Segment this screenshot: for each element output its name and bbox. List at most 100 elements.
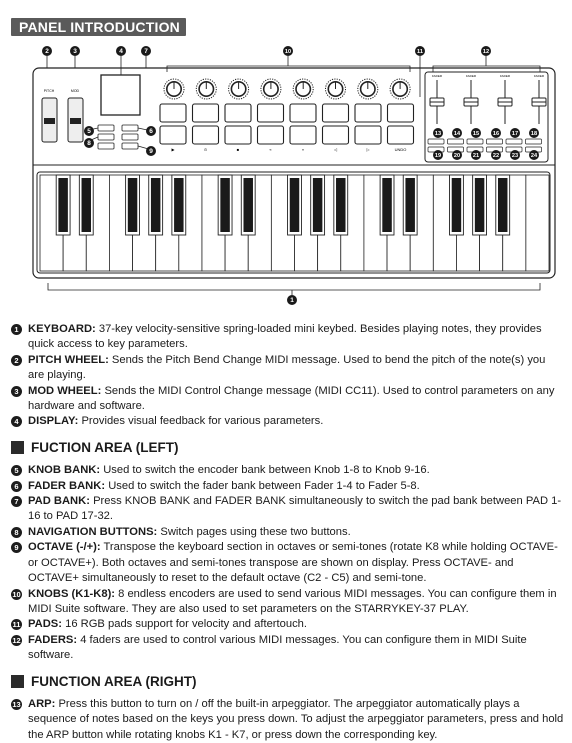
item-text: Press KNOB BANK and FADER BANK simultane…	[28, 495, 562, 523]
svg-text:4: 4	[119, 48, 123, 55]
item-label: FADERS:	[28, 633, 78, 646]
knob-7	[357, 78, 379, 100]
pad-5	[289, 103, 317, 123]
black-key-top	[174, 178, 184, 232]
fader-2: FADER	[463, 74, 479, 124]
white-key	[525, 174, 550, 272]
svg-text:2: 2	[45, 48, 49, 55]
knob-1	[163, 78, 185, 100]
callout-13: 13	[433, 128, 443, 138]
fader-4: FADER	[531, 74, 547, 124]
black-key-top	[220, 178, 230, 232]
pad-function-label: »	[302, 147, 305, 152]
item-label: PADS:	[28, 618, 62, 631]
fader-label: FADER	[432, 74, 443, 78]
callout-18: 18	[529, 128, 539, 138]
pad-6	[321, 103, 350, 123]
black-key-top	[497, 178, 508, 232]
pad-8	[386, 103, 415, 123]
black-key-top	[289, 178, 300, 232]
fader-1: FADER	[429, 74, 445, 124]
pitch-wheel-label: PITCH	[44, 89, 55, 93]
item-number-badge: 8	[11, 526, 22, 538]
pad-9	[159, 125, 187, 145]
item-text: Sends the MIDI Control Change message (M…	[28, 384, 555, 413]
fader-label: FADER	[500, 74, 511, 78]
callout-4: 4	[116, 46, 126, 56]
svg-text:23: 23	[512, 153, 518, 159]
callout-3: 3	[70, 46, 80, 56]
pad-function-label: ⊙	[204, 147, 207, 152]
item-label: OCTAVE (-/+):	[28, 541, 101, 554]
knob-2	[195, 78, 217, 100]
callout-19: 19	[433, 150, 443, 160]
black-key-top	[81, 178, 92, 232]
svg-text:14: 14	[454, 131, 461, 137]
item-number-badge: 7	[11, 496, 22, 508]
pad-10	[191, 125, 220, 145]
item-number-badge: 9	[11, 542, 22, 554]
svg-text:1: 1	[290, 297, 294, 304]
callout-1: 1	[287, 295, 297, 305]
description-item-4: 4 DISPLAY: Provides visual feedback for v…	[11, 414, 564, 429]
item-label: PITCH WHEEL:	[28, 353, 109, 366]
item-number-badge: 6	[11, 480, 22, 492]
item-label: ARP:	[28, 697, 56, 710]
callout-11: 11	[415, 46, 425, 56]
svg-text:16: 16	[493, 131, 499, 137]
mod-wheel-label: MOD	[71, 89, 80, 93]
item-number-badge: 3	[11, 385, 22, 397]
item-label: PAD BANK:	[28, 495, 90, 508]
description-item-7: 7 PAD BANK: Press KNOB BANK and FADER BAN…	[11, 494, 564, 525]
item-label: DISPLAY:	[28, 415, 79, 428]
right-button	[486, 138, 503, 145]
svg-text:5: 5	[87, 128, 91, 135]
pad-function-label: ▷	[366, 147, 370, 152]
mod-wheel	[67, 97, 84, 143]
pad-function-label: ▶	[171, 147, 175, 152]
black-key-top	[405, 178, 415, 232]
description-item-3: 3 MOD WHEEL: Sends the MIDI Control Chang…	[11, 384, 564, 415]
item-text: 4 faders are used to control various MID…	[28, 633, 527, 662]
pad-16	[386, 125, 415, 145]
pad-3	[224, 103, 252, 123]
item-number-badge: 4	[11, 416, 22, 428]
svg-text:21: 21	[473, 153, 479, 159]
pad-function-label: ■	[237, 147, 240, 152]
item-text: Sends the Pitch Bend Change MIDI message…	[28, 353, 546, 382]
knob-8	[389, 78, 411, 100]
svg-text:3: 3	[73, 48, 77, 55]
callout-24: 24	[529, 150, 539, 160]
item-label: FADER BANK:	[28, 479, 106, 492]
black-key-top	[382, 178, 392, 232]
pad-function-label: ◁	[334, 147, 338, 152]
callout-8: 8	[84, 138, 94, 148]
black-key-top	[127, 178, 138, 232]
left-function-buttons	[97, 124, 139, 150]
svg-text:11: 11	[417, 49, 423, 55]
svg-text:18: 18	[531, 131, 537, 137]
pad-7	[354, 103, 382, 123]
item-text: Transpose the keyboard section in octave…	[28, 541, 558, 585]
svg-text:9: 9	[149, 148, 153, 155]
item-text: 16 RGB pads support for velocity and aft…	[65, 618, 308, 631]
pad-1	[159, 103, 187, 123]
item-text: Provides visual feedback for various par…	[81, 415, 324, 428]
keyboard-keys	[39, 174, 550, 272]
svg-text:22: 22	[493, 153, 499, 159]
section-square-icon	[11, 674, 24, 688]
svg-text:13: 13	[435, 131, 441, 137]
knob-4	[260, 78, 282, 100]
black-key-top	[336, 178, 346, 232]
callout-16: 16	[491, 128, 501, 138]
right-button	[447, 138, 464, 145]
item-number-badge: 13	[11, 698, 22, 710]
item-label: MOD WHEEL:	[28, 384, 102, 397]
pad-function-label: «	[269, 147, 272, 152]
